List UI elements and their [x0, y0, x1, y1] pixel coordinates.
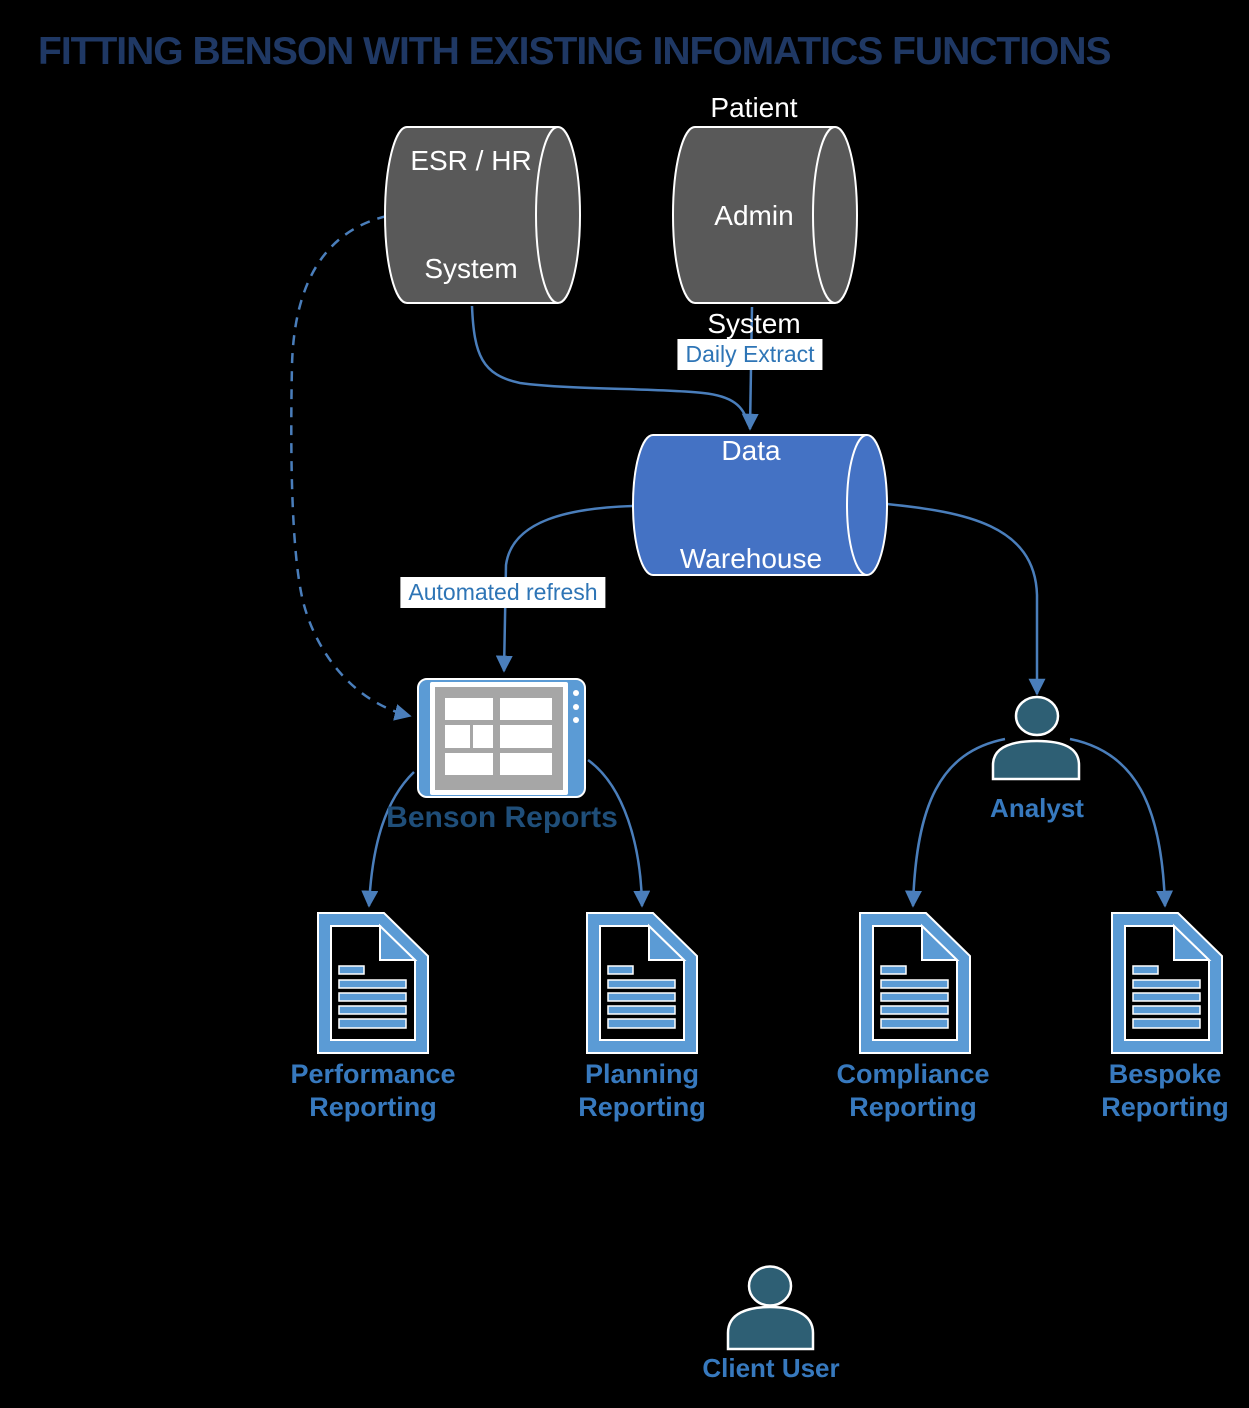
performance-reporting-icon	[317, 912, 429, 1054]
document-icon	[586, 912, 698, 1054]
person-icon	[747, 1265, 793, 1307]
client-user-icon	[726, 1265, 815, 1351]
esr-hr-system-node	[384, 126, 581, 304]
bespoke-reporting-icon	[1111, 912, 1223, 1054]
benson-reports-label: Benson Reports	[386, 801, 618, 834]
edge-warehouse-to-analyst	[886, 502, 1046, 696]
esr-hr-system-label: ESR / HR System	[410, 145, 532, 284]
person-icon	[1014, 695, 1060, 737]
patient-admin-system-node	[672, 126, 858, 304]
document-icon	[1111, 912, 1223, 1054]
compliance-reporting-icon	[859, 912, 971, 1054]
document-icon	[859, 912, 971, 1054]
client-user-label: Client User	[702, 1353, 840, 1383]
data-warehouse-node	[632, 434, 888, 576]
benson-reports-node	[417, 678, 586, 798]
compliance-reporting-label: Compliance Reporting	[836, 1059, 990, 1122]
document-icon	[317, 912, 429, 1054]
edge-esr-to-warehouse	[470, 305, 750, 425]
analyst-icon	[991, 695, 1081, 781]
edge-analyst-to-bespoke	[1069, 737, 1174, 908]
edge-benson-to-planning	[587, 758, 651, 908]
page-title: FITTING BENSON WITH EXISTING INFOMATICS …	[38, 30, 1112, 73]
patient-admin-system-label: Patient Admin System	[707, 92, 801, 339]
tablet-dashboard-icon	[417, 678, 586, 798]
analyst-label: Analyst	[990, 793, 1084, 823]
performance-reporting-label: Performance Reporting	[290, 1059, 456, 1122]
data-warehouse-label: Data Warehouse	[679, 435, 823, 574]
edge-esr-to-benson-dashed	[290, 214, 412, 721]
planning-reporting-icon	[586, 912, 698, 1054]
edge-benson-to-performance	[361, 771, 415, 908]
automated-refresh-label: Automated refresh	[400, 577, 606, 608]
daily-extract-label: Daily Extract	[677, 339, 823, 370]
edge-warehouse-to-benson	[495, 504, 634, 673]
planning-reporting-label: Planning Reporting	[578, 1059, 706, 1122]
edge-analyst-to-compliance	[904, 737, 1006, 908]
bespoke-reporting-label: Bespoke Reporting	[1101, 1059, 1229, 1122]
